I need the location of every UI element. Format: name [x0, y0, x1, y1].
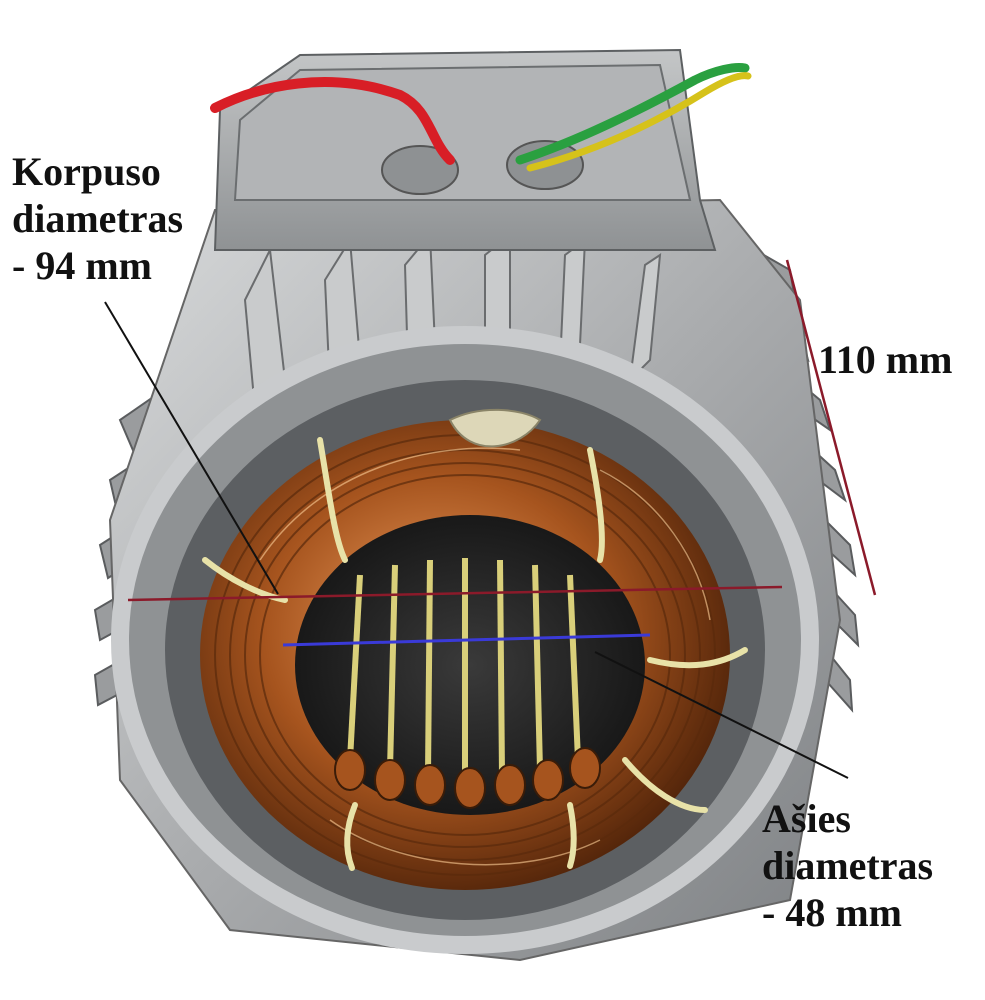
length-line: [785, 259, 877, 596]
housing-leader-line: [104, 301, 279, 595]
red-wire: [210, 77, 455, 165]
insulation-paper: [448, 408, 542, 448]
shaft-diameter-line: [282, 633, 651, 647]
stator-slots: [347, 558, 581, 778]
length-label: 110 mm: [818, 337, 953, 382]
shaft-label-line3: - 48 mm: [762, 890, 902, 935]
shaft-label-line1: Ašies: [762, 796, 851, 841]
yellow-wire: [526, 72, 752, 172]
stator-core: [295, 515, 645, 815]
housing-diameter-label: Korpuso diametras - 94 mm: [12, 148, 183, 289]
housing-label-line2: diametras: [12, 196, 184, 241]
housing-label-line3: - 94 mm: [12, 243, 152, 288]
shaft-diameter-label: Ašies diametras - 48 mm: [762, 795, 933, 936]
housing-diameter-line: [127, 585, 783, 602]
green-wire: [515, 63, 750, 165]
shaft-leader-line: [594, 651, 849, 779]
shaft-label-line2: diametras: [762, 843, 934, 888]
housing-label-line1: Korpuso: [12, 149, 161, 194]
